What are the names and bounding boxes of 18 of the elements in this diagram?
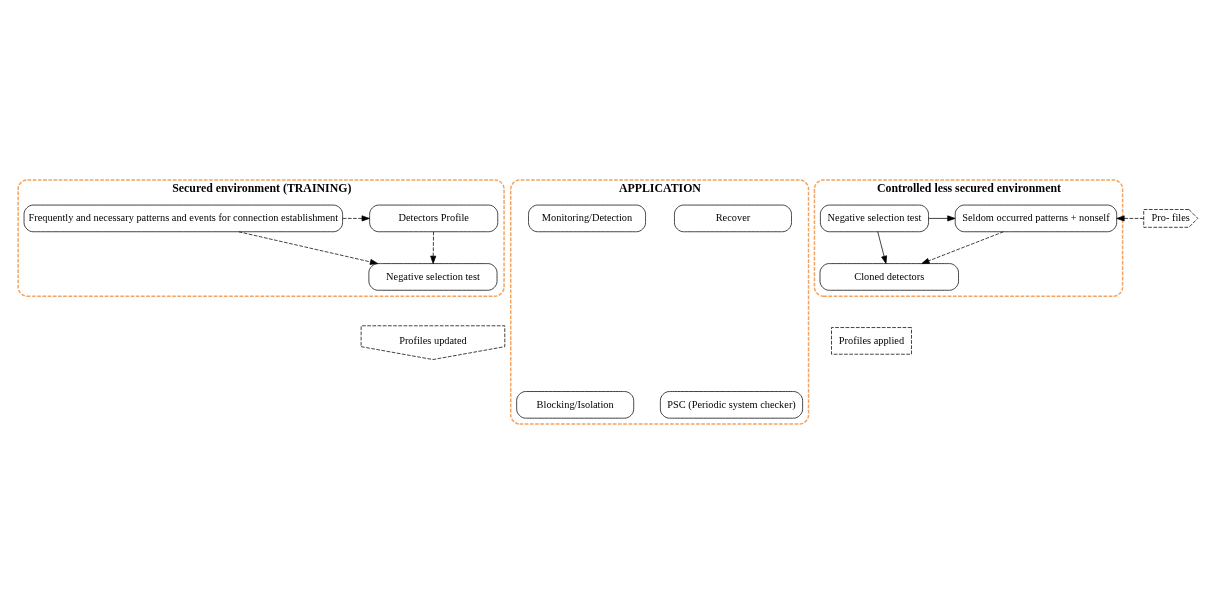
- node-box: PSC (Periodic system checker): [660, 390, 803, 419]
- node-box: Seldom occurred patterns + nonself: [954, 204, 1118, 232]
- arrow: [238, 230, 379, 265]
- arrow: [928, 214, 956, 221]
- arrow: [342, 214, 370, 221]
- node-box: Negative selection test: [368, 262, 498, 291]
- node-box: Frequently and necessary patterns and events for connection establishment: [23, 204, 343, 232]
- node-box: Negative selection test: [820, 204, 929, 232]
- arrow: [1116, 214, 1144, 221]
- node-box: Recover: [674, 204, 792, 232]
- node-box: Profiles applied: [831, 326, 912, 355]
- arrow: [430, 230, 437, 264]
- arrow: [921, 230, 1004, 264]
- node-box: Cloned detectors: [819, 262, 959, 291]
- node-box: Monitoring/Detection: [528, 204, 646, 232]
- node-box: Blocking/Isolation: [516, 390, 635, 419]
- arrow: [877, 230, 887, 264]
- node-box: Detectors Profile: [369, 204, 499, 232]
